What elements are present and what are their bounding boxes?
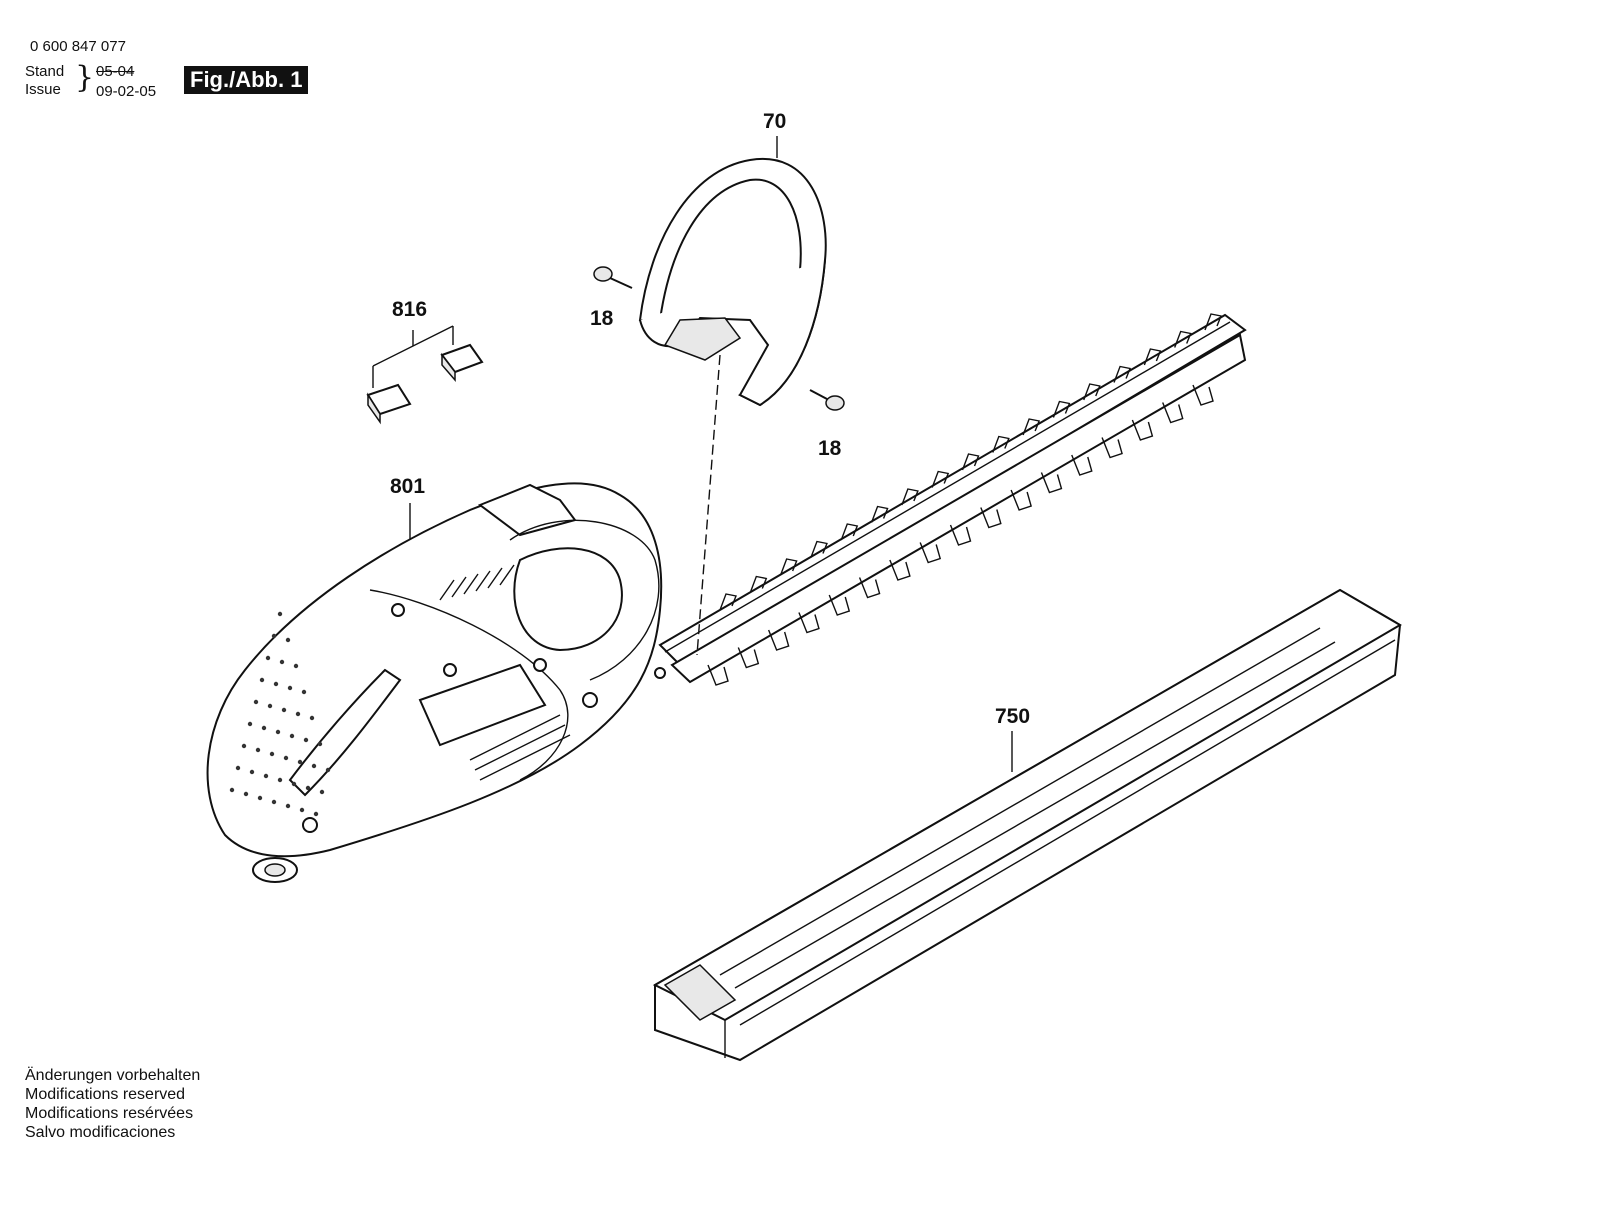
callout-750: 750 [995, 705, 1030, 728]
leader-816-bracket [372, 325, 454, 367]
notice-line-fr: Modifications resérvées [25, 1105, 194, 1122]
part-number: 0 600 847 077 [30, 38, 126, 55]
callout-18-left: 18 [590, 307, 614, 330]
switch-part-b[interactable] [366, 383, 412, 425]
modification-notice: Änderungen vorbehalten Modifications res… [25, 1066, 200, 1142]
screw-right[interactable] [809, 389, 845, 411]
blade-sheath[interactable] [652, 588, 1402, 1062]
screw-left[interactable] [593, 266, 633, 289]
housing[interactable] [206, 482, 666, 883]
assembly-line [696, 354, 721, 656]
callout-70: 70 [763, 110, 786, 133]
callout-801: 801 [390, 475, 425, 498]
new-date: 09-02-05 [96, 83, 157, 100]
switch-part-a[interactable] [440, 343, 484, 383]
callout-816: 816 [392, 298, 427, 321]
cutting-blade [658, 313, 1247, 686]
notice-line-en: Modifications reserved [25, 1086, 186, 1103]
figure-label: Fig./Abb. 1 [184, 66, 309, 94]
old-date: 05-04 [96, 63, 135, 80]
issue-label: Issue [25, 81, 61, 98]
brace-glyph: } [75, 60, 95, 95]
stand-label: Stand [25, 63, 65, 80]
callout-18-right: 18 [818, 437, 842, 460]
notice-line-de: Änderungen vorbehalten [25, 1067, 201, 1084]
notice-line-es: Salvo modificaciones [25, 1124, 176, 1141]
hand-guard[interactable] [638, 157, 827, 407]
